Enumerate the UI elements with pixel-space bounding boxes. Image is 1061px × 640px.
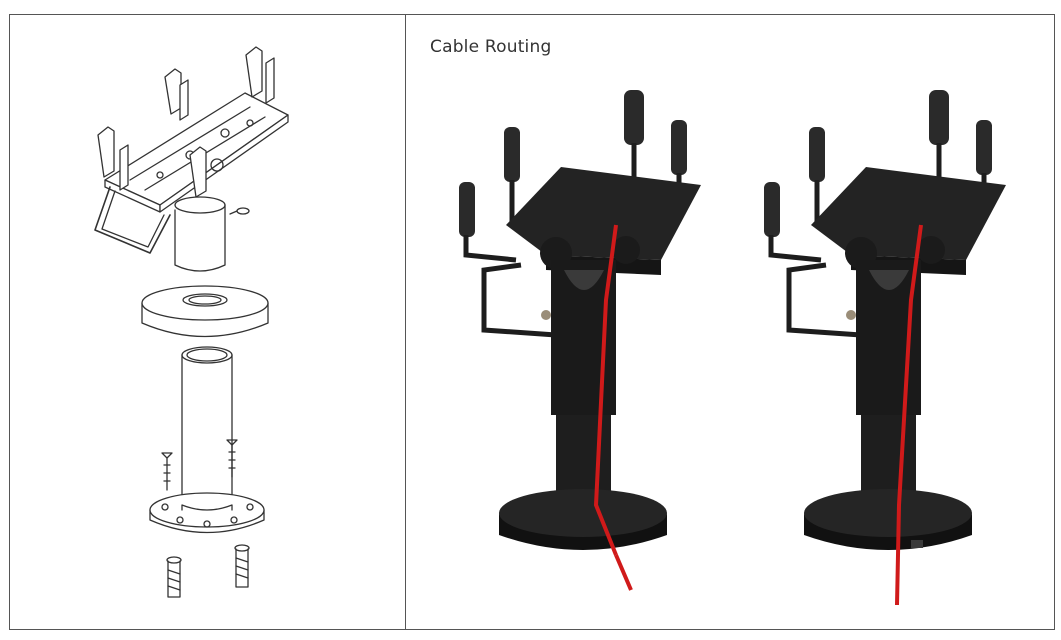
mounting-screws	[161, 439, 238, 491]
handle-loop	[94, 186, 171, 254]
base-flange	[149, 492, 265, 534]
stand-cable-exit-bottom	[764, 90, 1006, 606]
stand-cable-exit-side	[459, 90, 701, 591]
wall-anchors	[166, 544, 250, 598]
upper-tube	[174, 158, 226, 272]
exploded-line-drawing	[94, 46, 289, 598]
cable-routing-panel: Cable Routing	[406, 15, 1054, 629]
clamp-arms	[97, 46, 275, 198]
small-screw	[229, 207, 250, 215]
document-frame: Cable Routing	[9, 14, 1055, 630]
mounting-disc	[141, 285, 269, 338]
post-tube	[181, 346, 233, 516]
section-title: Cable Routing	[430, 37, 552, 57]
exploded-view-panel	[10, 15, 406, 629]
